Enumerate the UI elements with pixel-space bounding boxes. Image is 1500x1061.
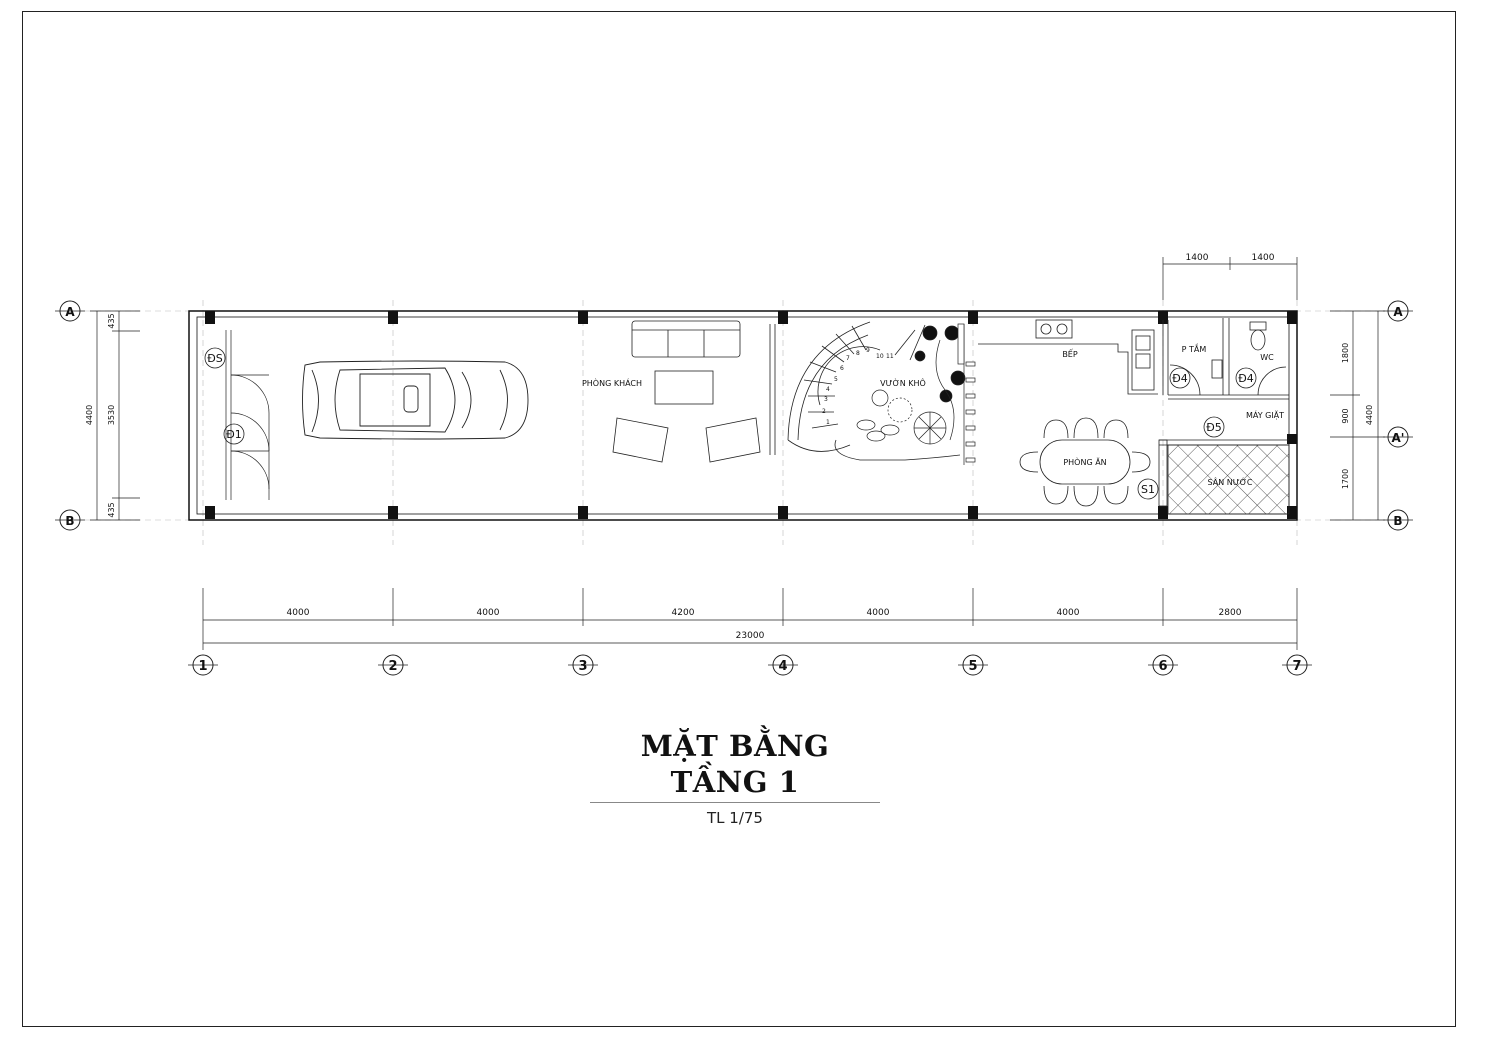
car-symbol [302, 360, 529, 440]
dim-right-total: 4400 [1365, 405, 1374, 425]
tag-door-d1: Đ1 [226, 428, 242, 441]
tag-window-s1: S1 [1141, 483, 1155, 496]
living-room-furniture [612, 320, 761, 463]
dim-span-4-5: 4000 [867, 608, 890, 618]
stair-step-6: 6 [840, 365, 844, 372]
row-bubble-ticks [55, 310, 1413, 521]
dim-left-total: 4400 [85, 405, 94, 425]
door-tag-circles [204, 347, 1257, 500]
stair-step-7: 7 [846, 355, 850, 362]
label-wet-yard: SÂN NƯỚC [1208, 476, 1253, 487]
drawing-title: MẶT BẰNG TẦNG 1 [640, 729, 830, 799]
grid-column-2: 2 [388, 659, 397, 674]
sheet-border [22, 11, 1456, 1027]
stair-step-9: 9 [866, 347, 870, 354]
drawing-scale: TL 1/75 [707, 809, 763, 827]
garden-edge [957, 323, 976, 465]
dim-right-top: 1800 [1341, 343, 1350, 363]
right-dimensions [1330, 310, 1385, 521]
service-partitions [1158, 318, 1289, 507]
wet-yard-hatch [1167, 444, 1290, 515]
stair-step-10: 10 [876, 353, 884, 360]
grid-column-4: 4 [778, 659, 787, 674]
label-living-room: PHÒNG KHÁCH [582, 377, 642, 388]
dim-left-bottom: 435 [107, 502, 116, 517]
grid-column-6: 6 [1158, 659, 1167, 674]
top-dimensions [1162, 257, 1298, 300]
column-grid-bubbles [192, 654, 1308, 676]
stair-step-numbers: 1 2 3 4 5 6 7 8 9 10 11 [822, 347, 894, 426]
dim-top-wc: 1400 [1252, 253, 1275, 263]
stair-step-4: 4 [826, 386, 830, 393]
grid-row-b-right: B [1393, 514, 1402, 528]
dim-span-3-4: 4200 [672, 608, 695, 618]
tag-door-d5: Đ5 [1206, 421, 1222, 434]
dim-top-bath: 1400 [1186, 253, 1209, 263]
stair-step-11: 11 [886, 353, 894, 360]
dim-total-length: 23000 [736, 631, 765, 641]
garden-plants [856, 325, 966, 445]
label-laundry: MÁY GIẶT [1246, 409, 1284, 421]
label-dry-garden: VƯỜN KHÔ [880, 377, 926, 388]
dim-span-5-6: 4000 [1057, 608, 1080, 618]
grid-column-7: 7 [1292, 659, 1301, 674]
dim-left-top: 435 [107, 313, 116, 328]
stair-step-5: 5 [834, 376, 838, 383]
stair-step-1: 1 [826, 419, 830, 426]
dining-set [1019, 417, 1151, 507]
grid-row-a-left: A [65, 305, 75, 319]
grid-column-1: 1 [198, 659, 207, 674]
exterior-walls [188, 310, 1298, 521]
label-bathroom: P TẮM [1182, 342, 1207, 354]
bottom-dimensions [202, 588, 1298, 650]
label-wc: WC [1260, 353, 1274, 362]
grid-column-5: 5 [968, 659, 977, 674]
front-gate-doors [225, 330, 270, 500]
grid-row-b-left: B [65, 514, 74, 528]
dim-span-6-7: 2800 [1219, 608, 1242, 618]
dim-right-bottom: 1700 [1341, 469, 1350, 489]
kitchen-counter [978, 319, 1158, 395]
title-block: MẶT BẰNG TẦNG 1 TL 1/75 [590, 728, 880, 827]
label-kitchen: BẾP [1062, 348, 1078, 359]
tag-door-ds: ĐS [207, 352, 223, 365]
tag-door-d4-bath: Đ4 [1172, 372, 1188, 385]
spiral-stair [769, 321, 961, 461]
structural-columns [205, 311, 1297, 519]
stair-step-2: 2 [822, 408, 826, 415]
left-dimensions [90, 310, 140, 521]
title-underline [590, 802, 880, 803]
label-dining-room: PHÒNG ĂN [1063, 456, 1106, 467]
grid-column-3: 3 [578, 659, 587, 674]
dim-span-1-2: 4000 [287, 608, 310, 618]
stair-step-8: 8 [856, 350, 860, 357]
dim-span-2-3: 4000 [477, 608, 500, 618]
stair-step-3: 3 [824, 396, 828, 403]
grid-row-a-prime-right: A' [1392, 431, 1405, 445]
grid-row-a-right: A [1393, 305, 1403, 319]
dim-right-middle: 900 [1341, 408, 1350, 423]
dim-left-middle: 3530 [107, 405, 116, 425]
tag-door-d4-wc: Đ4 [1238, 372, 1254, 385]
